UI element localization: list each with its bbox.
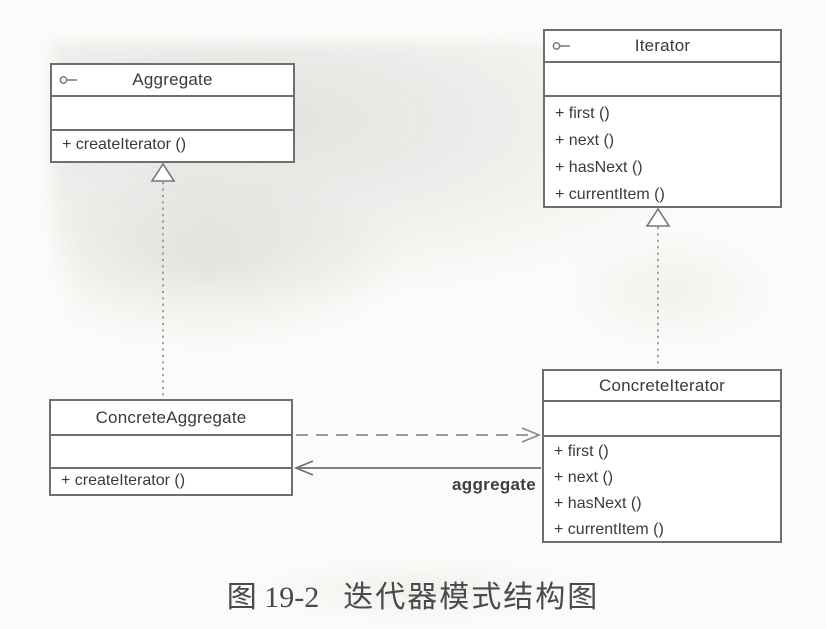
attributes-compartment [52, 95, 293, 129]
realization-concreteiterator-to-iterator [645, 207, 671, 368]
class-concrete-aggregate: ConcreteAggregate + createIterator () [49, 399, 293, 496]
class-name: ConcreteAggregate [95, 407, 247, 427]
class-name: Aggregate [132, 70, 213, 89]
operations-compartment: + createIterator () [51, 467, 291, 492]
attributes-compartment [544, 400, 780, 435]
attributes-compartment [51, 434, 291, 467]
association-concreteiterator-to-concreteaggregate [293, 460, 541, 476]
figure-caption: 图 19-2 迭代器模式结构图 [0, 572, 826, 616]
operation: + hasNext () [554, 495, 642, 512]
class-title-bar: Iterator [545, 31, 780, 61]
figure-number: 图 19-2 [226, 581, 320, 614]
interface-lollipop-icon [552, 41, 571, 51]
class-name: Iterator [634, 36, 691, 55]
class-concrete-iterator: ConcreteIterator + first () + next () + … [542, 369, 782, 543]
operation: + first () [554, 443, 609, 460]
operations-compartment: + first () + next () + hasNext () + curr… [544, 435, 780, 539]
operation: + currentItem () [555, 186, 665, 203]
class-name: ConcreteIterator [598, 375, 726, 395]
operation: + createIterator () [62, 136, 187, 153]
operation: + createIterator () [61, 471, 186, 489]
operation: + hasNext () [555, 159, 643, 176]
class-aggregate: Aggregate + createIterator () [50, 63, 295, 163]
operation: + next () [555, 132, 615, 149]
class-title-bar: ConcreteIterator [544, 371, 780, 400]
operation: + first () [555, 105, 610, 122]
figure-title: 迭代器模式结构图 [343, 581, 600, 614]
association-role-label: aggregate [452, 475, 536, 494]
realization-concreteaggregate-to-aggregate [150, 162, 176, 398]
operations-compartment: + first () + next () + hasNext () + curr… [545, 95, 780, 204]
operations-compartment: + createIterator () [52, 129, 293, 159]
class-iterator: Iterator + first () + next () + hasNext … [543, 29, 782, 208]
class-title-bar: Aggregate [52, 65, 293, 95]
class-title-bar: ConcreteAggregate [51, 401, 291, 434]
attributes-compartment [545, 61, 780, 95]
interface-lollipop-icon [59, 75, 78, 85]
dependency-concreteaggregate-to-concreteiterator [296, 427, 542, 443]
operation: + next () [554, 469, 614, 486]
operation: + currentItem () [554, 521, 664, 538]
